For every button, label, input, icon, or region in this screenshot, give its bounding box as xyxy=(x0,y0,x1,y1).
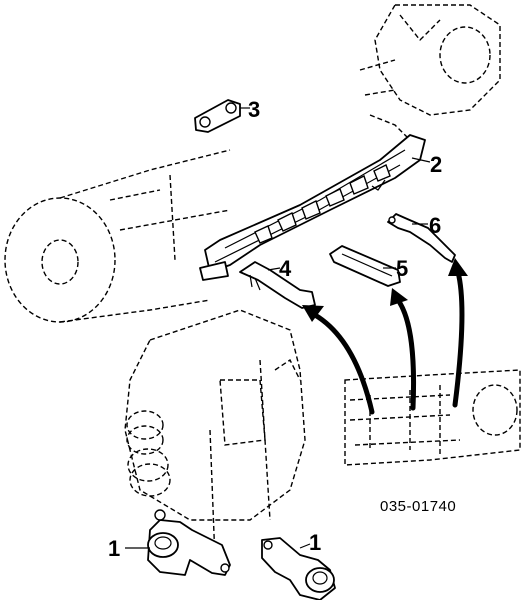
arrow-to-part-4 xyxy=(312,312,375,415)
callout-1-right: 1 xyxy=(309,530,321,555)
rear-driveline-phantom-outline xyxy=(344,369,521,466)
transfer-case-phantom-outline xyxy=(359,4,501,141)
assembly-arrows xyxy=(302,258,468,415)
callout-labels: 3 2 4 5 6 1 1 xyxy=(108,97,442,561)
part-number-label: 035-01740 xyxy=(380,498,456,515)
leader-lines xyxy=(125,107,431,549)
arrow-head-part-6 xyxy=(448,258,468,276)
crossmember-part-2 xyxy=(199,134,426,281)
callout-3: 3 xyxy=(248,97,260,122)
transmission-phantom-outline xyxy=(4,149,231,323)
bracket-part-3 xyxy=(194,99,241,133)
lower-gearbox-phantom-outline xyxy=(124,309,306,561)
arrow-head-part-4 xyxy=(302,305,324,322)
support-part-4 xyxy=(239,261,316,309)
arrow-to-part-5 xyxy=(395,297,417,411)
callout-5: 5 xyxy=(396,256,408,281)
callout-2: 2 xyxy=(430,152,442,177)
arrow-to-part-6 xyxy=(452,269,465,408)
plate-part-5 xyxy=(329,245,401,287)
arrow-head-part-5 xyxy=(390,288,408,306)
engine-mount-left-part-1 xyxy=(147,509,231,576)
engine-mount-right-part-1 xyxy=(261,537,336,600)
callout-1-left: 1 xyxy=(108,536,120,561)
callout-4: 4 xyxy=(279,256,292,281)
callout-6: 6 xyxy=(429,213,441,238)
crossmember-cutouts xyxy=(254,164,391,244)
rod-part-6 xyxy=(387,213,456,263)
